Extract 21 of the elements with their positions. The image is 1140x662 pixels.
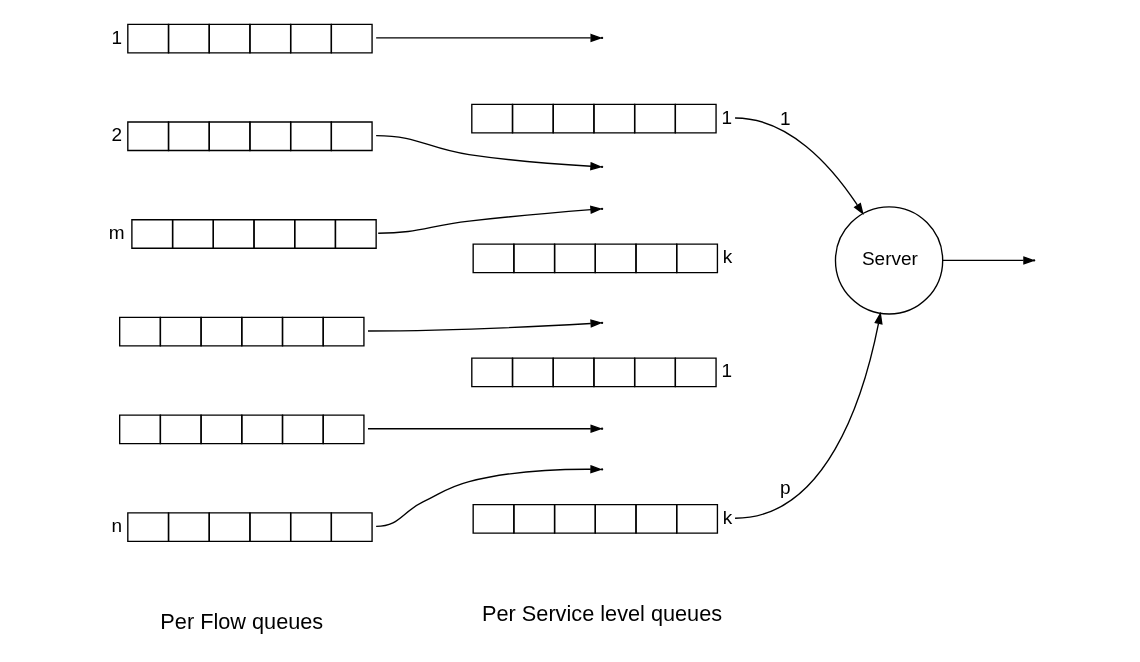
node-label: k	[722, 246, 733, 268]
edge-label: 1	[779, 108, 791, 130]
arrow	[375, 464, 603, 528]
arrow	[367, 424, 603, 433]
node-label: 1	[721, 360, 733, 382]
arrow	[375, 134, 603, 171]
node-label: n	[111, 515, 123, 537]
label: Per Flow queues	[160, 609, 324, 635]
arrow	[375, 33, 603, 43]
node-label: 2	[111, 124, 123, 146]
arrow	[377, 205, 603, 234]
node-label: k	[722, 506, 733, 528]
arrow	[734, 117, 864, 216]
edge-label: p	[779, 477, 791, 499]
node-label: 1	[111, 26, 123, 48]
arrow	[734, 311, 883, 519]
arrow	[367, 319, 603, 332]
node-label: 1	[721, 106, 733, 128]
label: Per Service level queues	[482, 601, 723, 627]
node-circle: Server	[834, 206, 944, 315]
node-label: m	[108, 222, 125, 243]
